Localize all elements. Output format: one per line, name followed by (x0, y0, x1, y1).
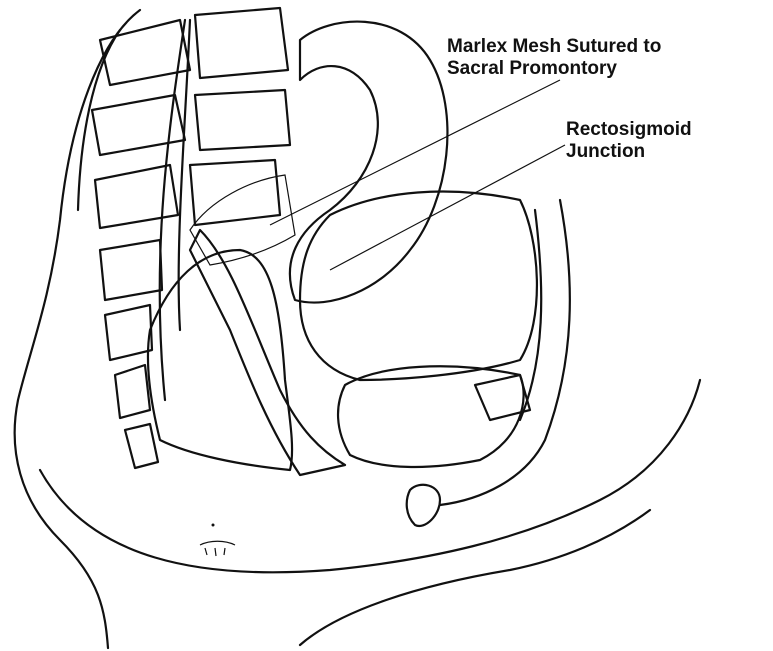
mesh-label: Marlex Mesh Sutured to Sacral Promontory (447, 36, 661, 80)
abdomen-outline (40, 380, 700, 572)
pelvic-floor-muscle (148, 250, 292, 470)
uterus (300, 192, 537, 380)
rectum (190, 230, 345, 475)
rectosigmoid-label-line-1: Rectosigmoid (566, 119, 692, 141)
rectosigmoid-leader-line (330, 145, 565, 270)
mesh-label-line-2: Sacral Promontory (447, 58, 661, 80)
rectosigmoid-label-line-2: Junction (566, 141, 692, 163)
rectosigmoid-label: Rectosigmoid Junction (566, 119, 692, 163)
thigh-outline (300, 510, 650, 645)
pubic-symphysis (407, 485, 440, 526)
body-front-outline (78, 30, 120, 210)
anterior-wall (440, 200, 570, 505)
vertebral-column (92, 8, 290, 468)
sigmoid-colon (290, 22, 448, 303)
mesh-label-line-1: Marlex Mesh Sutured to (447, 36, 661, 58)
mesh-leader-line (270, 80, 560, 225)
umbilicus (200, 541, 235, 556)
